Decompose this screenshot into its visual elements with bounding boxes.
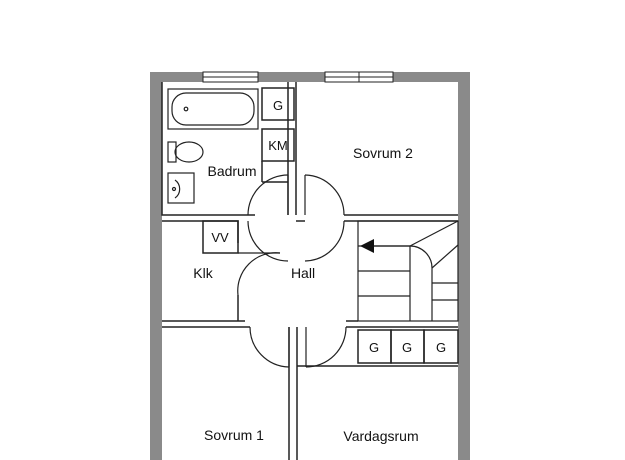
g-closet-3-label: G: [436, 340, 446, 355]
left-wall: [150, 72, 162, 460]
room-label-hall: Hall: [291, 265, 315, 281]
km-label: KM: [268, 138, 288, 153]
g-closet-1-label: G: [369, 340, 379, 355]
sink-icon: [167, 172, 195, 204]
exterior-walls: [150, 72, 470, 460]
windows: [202, 71, 394, 83]
room-label-vardagsrum: Vardagsrum: [343, 428, 418, 444]
bathtub-icon: [167, 88, 259, 130]
room-label-sovrum2: Sovrum 2: [353, 145, 413, 161]
stairs-icon: [357, 220, 459, 322]
room-label-klk: Klk: [193, 265, 213, 281]
right-wall: [458, 72, 470, 460]
vv-label: VV: [211, 230, 229, 245]
g-storage-label: G: [273, 98, 283, 113]
arrow-left-icon: [360, 239, 410, 253]
doors: [237, 174, 347, 368]
room-label-badrum: Badrum: [207, 163, 256, 179]
room-label-sovrum1: Sovrum 1: [204, 427, 264, 443]
g-closet-2-label: G: [402, 340, 412, 355]
toilet-icon: [167, 141, 204, 163]
top-wall: [150, 72, 470, 82]
